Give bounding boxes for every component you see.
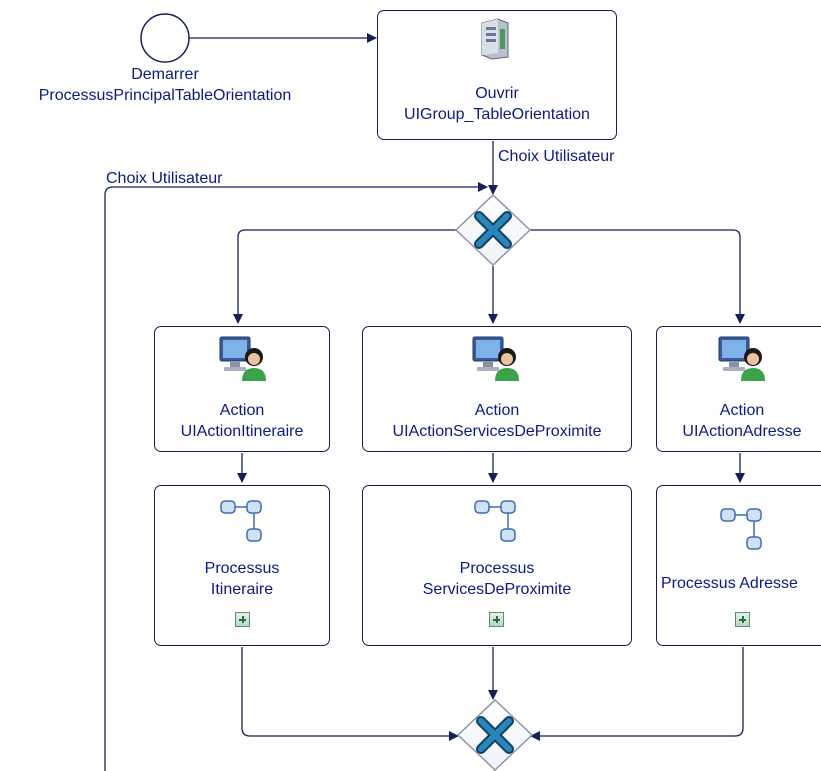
subprocess-adresse[interactable]: Processus Adresse (656, 485, 821, 646)
process-flow-icon (720, 508, 762, 550)
open-task-label-line2: UIGroup_TableOrientation (404, 106, 590, 123)
user-computer-icon (718, 336, 765, 381)
open-task-label: Ouvrir UIGroup_TableOrientation (378, 83, 616, 125)
action-task-adresse[interactable]: Action UIActionAdresse (656, 326, 821, 452)
subprocess-label-line1: Processus Adresse (661, 575, 798, 592)
open-task-label-line1: Ouvrir (475, 85, 519, 102)
subprocess-label-line2: Itineraire (210, 581, 274, 598)
expand-subprocess-icon[interactable] (735, 612, 750, 627)
edge-process1-to-merge (241, 647, 459, 741)
edge-process3-to-merge (530, 647, 744, 741)
subprocess-itineraire[interactable]: Processus Itineraire (154, 485, 330, 646)
subprocess-label-line1: Processus (459, 560, 535, 577)
subprocess-label: Processus Adresse (661, 573, 821, 594)
exclusive-gateway-merge[interactable] (456, 699, 534, 771)
edge-label-choice-loop: Choix Utilisateur (106, 170, 223, 187)
action-task-itineraire[interactable]: Action UIActionItineraire (154, 326, 330, 452)
user-computer-icon (472, 336, 519, 381)
action-task-label-line1: Action (474, 402, 520, 419)
edge-gateway-to-action-1 (233, 229, 460, 324)
x-icon (476, 716, 514, 754)
expand-subprocess-icon[interactable] (235, 612, 250, 627)
server-icon (481, 18, 509, 60)
start-event-circle[interactable] (140, 13, 190, 63)
edge-loop-back (104, 182, 488, 771)
subprocess-services[interactable]: Processus ServicesDeProximite (362, 485, 632, 646)
action-task-label: Action UIActionAdresse (657, 400, 821, 442)
edge-label-choice-open: Choix Utilisateur (498, 148, 615, 165)
x-icon (474, 211, 512, 249)
action-task-label-line1: Action (719, 402, 765, 419)
action-task-label-line2: UIActionServicesDeProximite (392, 423, 602, 440)
action-task-services[interactable]: Action UIActionServicesDeProximite (362, 326, 632, 452)
start-event-label: Demarrer ProcessusPrincipalTableOrientat… (0, 64, 330, 106)
start-event-label-line1: Demarrer (131, 66, 199, 83)
process-flow-icon (220, 500, 262, 542)
action-task-label-line2: UIActionItineraire (180, 423, 304, 440)
expand-subprocess-icon[interactable] (489, 612, 504, 627)
subprocess-label-line1: Processus (204, 560, 280, 577)
action-task-label: Action UIActionItineraire (155, 400, 329, 442)
process-flow-icon (474, 500, 516, 542)
subprocess-label: Processus ServicesDeProximite (363, 558, 631, 600)
action-task-label: Action UIActionServicesDeProximite (363, 400, 631, 442)
exclusive-gateway-split[interactable] (454, 194, 532, 266)
edge-gateway-to-action-3 (526, 229, 745, 324)
start-event-label-line2: ProcessusPrincipalTableOrientation (38, 87, 292, 104)
subprocess-label-line2: ServicesDeProximite (422, 581, 572, 598)
action-task-label-line2: UIActionAdresse (682, 423, 802, 440)
open-task[interactable]: Ouvrir UIGroup_TableOrientation (377, 10, 617, 140)
subprocess-label: Processus Itineraire (155, 558, 329, 600)
action-task-label-line1: Action (219, 402, 265, 419)
user-computer-icon (219, 336, 266, 381)
